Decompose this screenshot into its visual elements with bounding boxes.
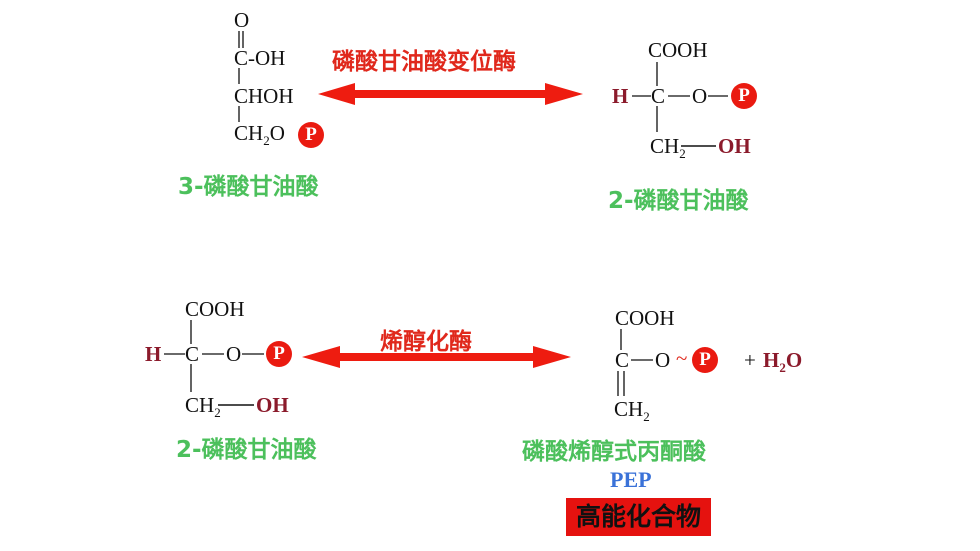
hydrogen-atom: H — [612, 84, 629, 108]
carboxyl-group: COOH — [615, 306, 675, 330]
ester-oxygen: O — [692, 84, 708, 108]
plus-sign: + — [744, 348, 756, 372]
central-carbon: C — [185, 342, 200, 366]
label-2-phosphoglycerate: 2-磷酸甘油酸 — [608, 188, 749, 214]
methylene-group: CH2 — [614, 397, 650, 425]
methylene-group: CH2 — [650, 134, 686, 162]
enzyme-phosphoglycerate-mutase: 磷酸甘油酸变位酶 — [332, 49, 516, 75]
central-carbon: C — [651, 84, 666, 108]
water-molecule: H2O — [763, 348, 803, 376]
phosphate-icon: P — [266, 341, 292, 367]
central-carbon: C — [615, 348, 630, 372]
label-phosphoenolpyruvate: 磷酸烯醇式丙酮酸 — [522, 439, 706, 465]
hydrogen-atom: H — [145, 342, 162, 366]
label-2-phosphoglycerate: 2-磷酸甘油酸 — [176, 437, 317, 463]
hydroxyl-carbon: CHOH — [234, 84, 294, 108]
enzyme-enolase: 烯醇化酶 — [380, 329, 472, 355]
carbonyl-oxygen: O — [234, 8, 250, 32]
reversible-arrow-2 — [302, 346, 571, 368]
hydroxyl-group: OH — [718, 134, 751, 158]
phosphate-icon: P — [692, 347, 718, 373]
high-energy-bond: ~ — [676, 346, 688, 370]
phosphate-icon: P — [731, 83, 757, 109]
methylene-group: CH2 — [185, 393, 221, 421]
hydroxyl-group: OH — [256, 393, 289, 417]
phosphate-icon: P — [298, 122, 324, 148]
carboxyl-group: COOH — [185, 297, 245, 321]
phosphomethyl-group: CH2O — [234, 121, 285, 149]
reversible-arrow-1 — [318, 83, 583, 105]
ester-oxygen: O — [226, 342, 242, 366]
label-3-phosphoglycerate: 3-磷酸甘油酸 — [178, 174, 319, 200]
high-energy-compound-badge: 高能化合物 — [566, 498, 712, 536]
carboxyl-group: COOH — [648, 38, 708, 62]
carboxyl-group: C-OH — [234, 46, 286, 70]
label-pep: PEP — [610, 467, 652, 492]
ester-oxygen: O — [655, 348, 671, 372]
